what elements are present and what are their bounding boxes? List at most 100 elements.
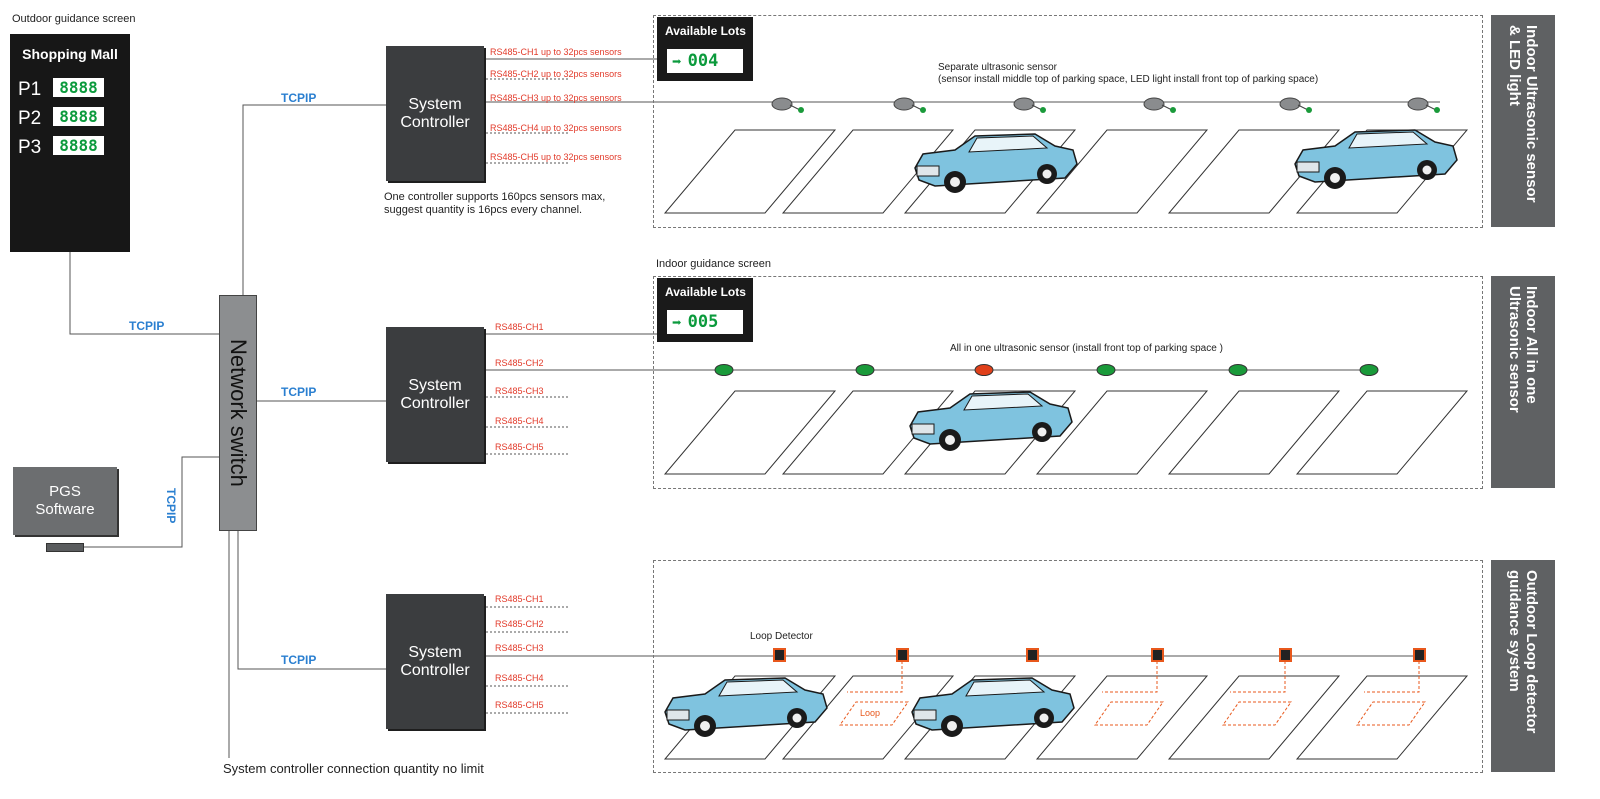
- outdoor-screen-caption: Outdoor guidance screen: [12, 13, 136, 25]
- car-windshield: [965, 679, 1046, 697]
- system-controller-1: System Controller: [386, 46, 484, 181]
- all-in-one-sensor-icon: [855, 364, 875, 376]
- car-windshield: [963, 393, 1044, 411]
- connection-quantity-note: System controller connection quantity no…: [223, 761, 484, 776]
- loop-cable: [1102, 661, 1158, 693]
- car-hubcap: [1039, 713, 1049, 723]
- parking-stall: [1167, 675, 1341, 760]
- car-grille: [1296, 161, 1320, 173]
- car-grille: [666, 709, 690, 721]
- zone-indoor-all-in-one: [653, 276, 1483, 489]
- car-hubcap: [945, 435, 955, 445]
- led-light-icon: [920, 107, 926, 113]
- parking-stall: [1035, 129, 1209, 214]
- ultrasonic-sensor-icon: [1013, 97, 1035, 111]
- lots-value-2: 005: [687, 312, 719, 332]
- ultrasonic-sensor-icon: [893, 97, 915, 111]
- induction-loop: [839, 701, 909, 726]
- indoor-lots-screen-1: Available Lots ➡004: [657, 17, 753, 81]
- car-icon: [911, 677, 1075, 737]
- car-grille: [913, 709, 937, 721]
- car-hubcap: [950, 177, 960, 187]
- s1-channel-1: RS485-CH1 up to 32pcs sensors: [490, 47, 622, 57]
- loop-cable: [1230, 661, 1286, 693]
- screen-title: Shopping Mall: [22, 46, 118, 62]
- tcpip-label-pgs: TCPIP: [164, 488, 178, 524]
- controller-3-label: System Controller: [400, 643, 470, 679]
- side-label-outdoor-loop: Outdoor Loop detector guidance system: [1491, 560, 1555, 772]
- loop-label: Loop: [860, 708, 880, 718]
- ultrasonic-sensor-icon: [1143, 97, 1165, 111]
- all-in-one-sensor-icon: [1228, 364, 1248, 376]
- car-windshield: [1348, 131, 1429, 149]
- pgs-software-label: PGS Software: [35, 483, 95, 518]
- car-hubcap: [700, 721, 710, 731]
- tcpip-label-ctrl3: TCPIP: [281, 653, 317, 667]
- network-switch: Network switch: [219, 295, 257, 531]
- ultrasonic-sensor-icon: [1279, 97, 1301, 111]
- arrow-right-icon: ➡: [672, 312, 682, 332]
- all-in-one-sensor-icon: [714, 364, 734, 376]
- induction-loop: [1094, 701, 1164, 726]
- car-icon: [664, 677, 828, 737]
- led-light-icon: [1306, 107, 1312, 113]
- separate-sensor-title: Separate ultrasonic sensor: [938, 62, 1057, 73]
- car-grille: [911, 423, 935, 435]
- s3-channel-5: RS485-CH5: [495, 700, 544, 710]
- ultrasonic-sensor-icon: [771, 97, 793, 111]
- controller-1-label: System Controller: [400, 95, 470, 131]
- s1-channel-5: RS485-CH5 up to 32pcs sensors: [490, 152, 622, 162]
- induction-loop: [1356, 701, 1426, 726]
- lots-value-1: 004: [687, 51, 719, 71]
- s2-channel-1: RS485-CH1: [495, 322, 544, 332]
- indoor-lots-screen-2: Available Lots ➡005: [657, 278, 753, 342]
- loop-cable: [847, 661, 903, 693]
- s2-channel-2: RS485-CH2: [495, 358, 544, 368]
- parking-stall: [781, 675, 955, 760]
- s3-channel-2: RS485-CH2: [495, 619, 544, 629]
- parking-stall: [1295, 390, 1469, 475]
- lots-title-1: Available Lots: [665, 24, 746, 38]
- controller-capacity-note: One controller supports 160pcs sensors m…: [384, 191, 606, 216]
- s1-channel-3: RS485-CH3 up to 32pcs sensors: [490, 93, 622, 103]
- parking-stall: [781, 129, 955, 214]
- car-hubcap: [1037, 427, 1047, 437]
- car-hubcap: [792, 713, 802, 723]
- system-controller-2: System Controller: [386, 327, 484, 462]
- led-light-icon: [1434, 107, 1440, 113]
- car-icon: [909, 391, 1073, 451]
- all-in-one-sensor-note: All in one ultrasonic sensor (install fr…: [950, 343, 1223, 354]
- car-hubcap: [1422, 165, 1432, 175]
- parking-stall: [1167, 129, 1341, 214]
- s3-channel-3: RS485-CH3: [495, 643, 544, 653]
- side-label-indoor-all-in-one: Indoor All in one Ultrasonic sensor: [1491, 276, 1555, 488]
- parking-stall: [663, 390, 837, 475]
- all-in-one-sensor-icon: [1096, 364, 1116, 376]
- loop-detector-icon: [1026, 648, 1039, 662]
- indoor-screen-caption: Indoor guidance screen: [656, 258, 771, 270]
- all-in-one-sensor-icon: [1359, 364, 1379, 376]
- tcpip-label-ctrl1: TCPIP: [281, 91, 317, 105]
- s1-channel-2: RS485-CH2 up to 32pcs sensors: [490, 69, 622, 79]
- parking-stall: [1035, 390, 1209, 475]
- induction-loop: [1222, 701, 1292, 726]
- lots-title-2: Available Lots: [665, 285, 746, 299]
- side-label-indoor-ultrasonic: Indoor Ultrasonic sensor & LED light: [1491, 15, 1555, 227]
- s3-channel-4: RS485-CH4: [495, 673, 544, 683]
- arrow-right-icon: ➡: [672, 51, 682, 71]
- s2-channel-5: RS485-CH5: [495, 442, 544, 452]
- controller-2-label: System Controller: [400, 376, 470, 412]
- s1-channel-4: RS485-CH4 up to 32pcs sensors: [490, 123, 622, 133]
- car-windshield: [718, 679, 799, 697]
- parking-stall: [1167, 390, 1341, 475]
- ultrasonic-sensor-icon: [1407, 97, 1429, 111]
- car-hubcap: [947, 721, 957, 731]
- loop-detector-icon: [773, 648, 786, 662]
- led-light-icon: [798, 107, 804, 113]
- car-hubcap: [1330, 173, 1340, 183]
